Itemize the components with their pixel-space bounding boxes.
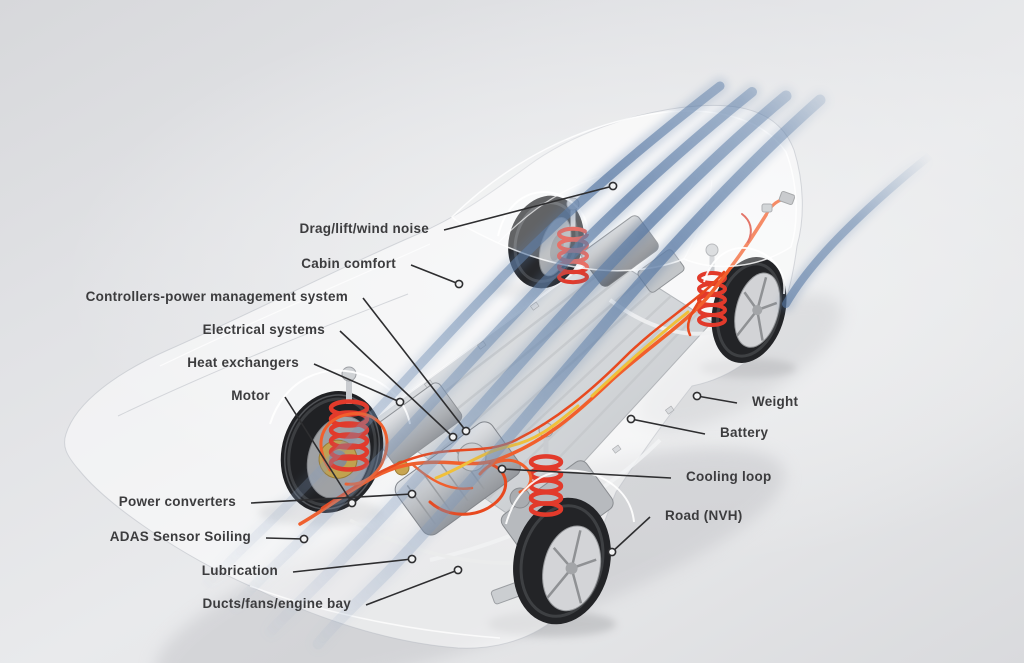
- callout-line-cabin-comfort: [410, 264, 464, 289]
- callout-line-heat-exchangers: [313, 363, 405, 407]
- callout-dot-weight: [692, 391, 702, 401]
- callout-line-cooling-loop: [497, 464, 672, 479]
- callout-dot-ducts-fans-engine-bay: [453, 565, 463, 575]
- callout-dot-controllers-power-management-system: [461, 426, 471, 436]
- callout-dot-cabin-comfort: [454, 279, 464, 289]
- rear-right-wheel: [711, 257, 787, 363]
- callout-dot-drag-lift-wind-noise: [608, 181, 618, 191]
- callout-line-road-nvh: [607, 516, 651, 557]
- callout-line-motor: [284, 396, 357, 508]
- callout-dot-heat-exchangers: [395, 397, 405, 407]
- callout-dot-adas-sensor-soiling: [299, 534, 309, 544]
- callout-line-power-converters: [250, 489, 417, 504]
- cable-harness: [298, 190, 796, 526]
- callout-line-drag-lift-wind-noise: [443, 181, 618, 231]
- callout-line-electrical-systems: [339, 330, 458, 442]
- callout-dot-electrical-systems: [448, 432, 458, 442]
- callout-line-battery: [626, 414, 706, 435]
- callout-line-controllers-power-management-system: [362, 297, 471, 436]
- callout-dot-motor: [347, 498, 357, 508]
- callout-dot-lubrication: [407, 554, 417, 564]
- callout-line-ducts-fans-engine-bay: [365, 565, 463, 606]
- front-right-wheel: [513, 497, 611, 625]
- airflow-lines: [176, 77, 1022, 654]
- callout-dot-cooling-loop: [497, 464, 507, 474]
- callout-dot-battery: [626, 414, 636, 424]
- callout-line-lubrication: [292, 554, 417, 573]
- callout-dot-power-converters: [407, 489, 417, 499]
- callout-dot-road-nvh: [607, 547, 617, 557]
- callout-line-weight: [692, 391, 738, 404]
- callout-line-adas-sensor-soiling: [265, 534, 309, 544]
